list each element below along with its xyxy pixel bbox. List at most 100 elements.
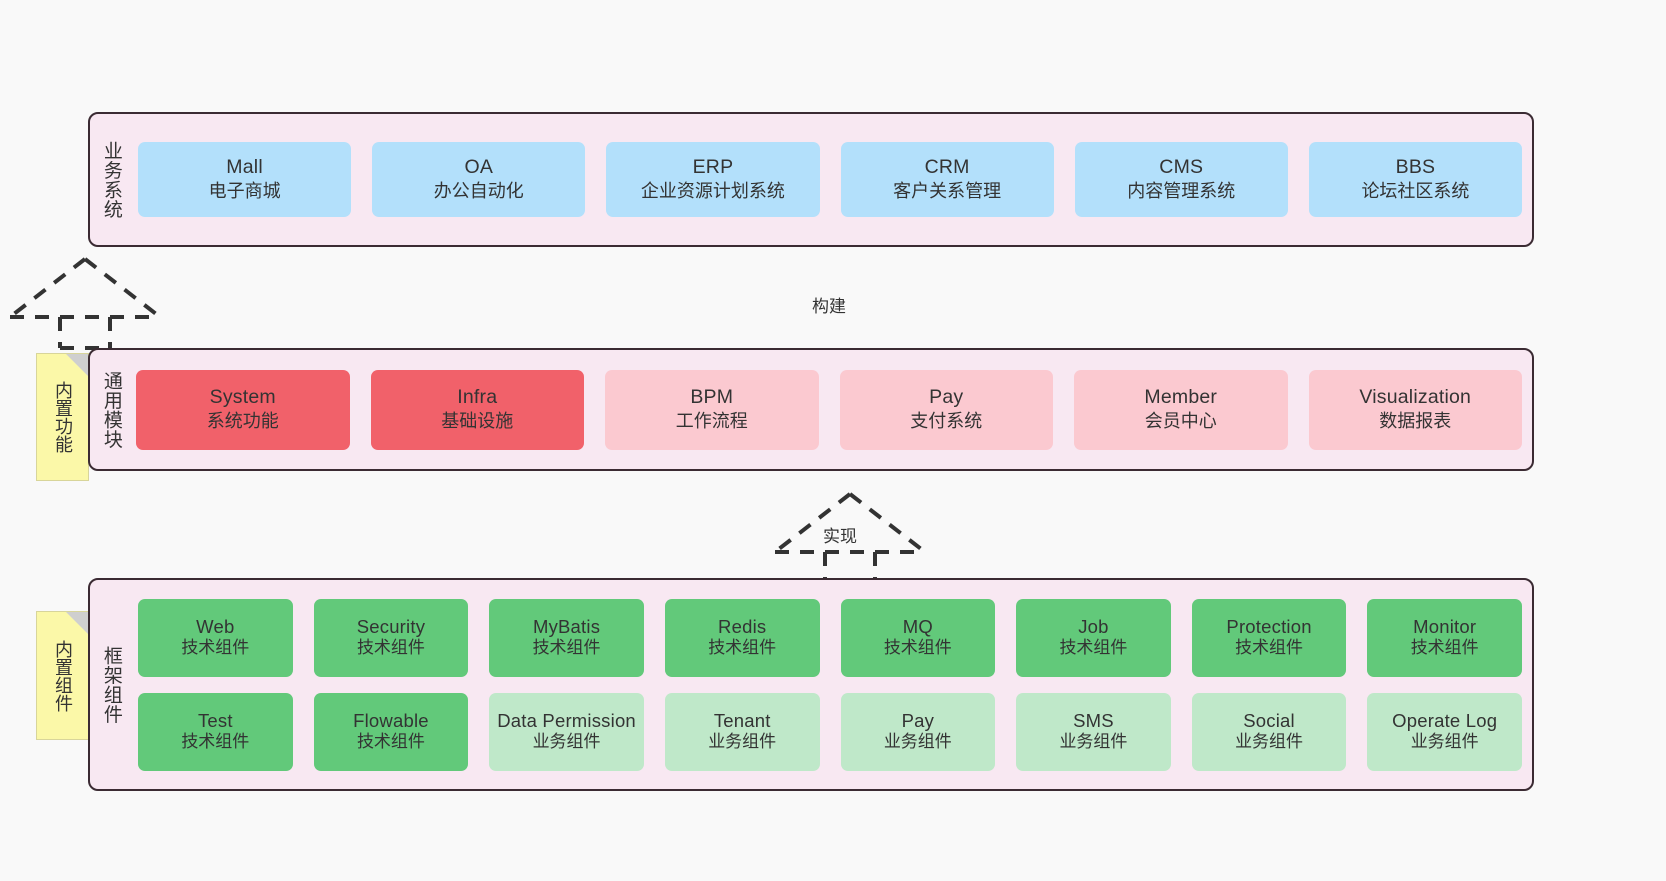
node-title-en: Pay (901, 709, 935, 731)
node-title-cn: 技术组件 (356, 732, 425, 752)
node-flowable[interactable]: Flowable 技术组件 (313, 692, 469, 771)
node-cms[interactable]: CMS 内容管理系统 (1074, 142, 1288, 217)
node-sms[interactable]: SMS 业务组件 (1016, 692, 1171, 771)
node-title-cn: 技术组件 (1059, 638, 1128, 658)
node-title-cn: 业务组件 (532, 732, 601, 752)
node-title-cn: 基础设施 (441, 411, 514, 432)
node-title-en: Member (1144, 386, 1218, 409)
node-title-cn: 企业资源计划系统 (640, 181, 785, 202)
note-builtin-function-label: 内置功能 (52, 381, 73, 453)
node-title-en: SMS (1073, 709, 1114, 731)
node-pay-module[interactable]: Pay 支付系统 (839, 369, 1053, 450)
node-operate-log[interactable]: Operate Log 业务组件 (1367, 692, 1522, 771)
node-title-cn: 系统功能 (206, 411, 279, 432)
node-row: Web 技术组件 Security 技术组件 MyBatis 技术组件 Redi… (138, 598, 1522, 677)
node-title-en: Social (1243, 709, 1295, 731)
node-title-en: Redis (718, 615, 767, 637)
node-title-en: Job (1078, 615, 1109, 637)
node-protection[interactable]: Protection 技术组件 (1191, 598, 1347, 677)
node-title-cn: 办公自动化 (433, 181, 524, 202)
node-title-en: MyBatis (532, 615, 601, 637)
node-title-en: Operate Log (1392, 709, 1498, 731)
node-redis[interactable]: Redis 技术组件 (664, 598, 820, 677)
node-title-en: CRM (924, 156, 970, 179)
note-fold-corner-icon (66, 354, 88, 376)
layer-framework-components-body: Web 技术组件 Security 技术组件 MyBatis 技术组件 Redi… (132, 580, 1532, 789)
node-test[interactable]: Test 技术组件 (138, 692, 293, 771)
note-builtin-function: 内置功能 (36, 353, 89, 481)
note-builtin-component: 内置组件 (36, 611, 89, 740)
node-row: System 系统功能 Infra 基础设施 BPM 工作流程 Pay 支付系统… (136, 369, 1522, 450)
node-title-en: CMS (1159, 156, 1204, 179)
node-title-en: Pay (929, 386, 964, 409)
node-row: Test 技术组件 Flowable 技术组件 Data Permission … (138, 692, 1522, 771)
node-title-cn: 工作流程 (675, 411, 748, 432)
node-title-cn: 技术组件 (356, 638, 425, 658)
layer-common-modules-body: System 系统功能 Infra 基础设施 BPM 工作流程 Pay 支付系统… (132, 350, 1532, 469)
node-mybatis[interactable]: MyBatis 技术组件 (489, 598, 644, 677)
node-erp[interactable]: ERP 企业资源计划系统 (606, 142, 820, 217)
node-title-en: MQ (902, 615, 933, 637)
node-title-en: Web (196, 615, 235, 637)
node-title-en: BBS (1395, 156, 1436, 179)
node-title-en: System (209, 386, 276, 409)
node-title-en: Monitor (1413, 615, 1477, 637)
node-title-cn: 支付系统 (910, 411, 983, 432)
node-title-cn: 客户关系管理 (893, 181, 1002, 202)
node-mall[interactable]: Mall 电子商城 (138, 142, 352, 217)
connector-implement-label: 实现 (823, 527, 857, 546)
node-title-cn: 数据报表 (1379, 411, 1452, 432)
node-title-cn: 论坛社区系统 (1361, 181, 1470, 202)
node-title-en: Visualization (1359, 386, 1472, 409)
node-title-en: Mall (226, 156, 263, 179)
node-data-permission[interactable]: Data Permission 业务组件 (489, 692, 644, 771)
node-title-cn: 技术组件 (181, 732, 250, 752)
node-crm[interactable]: CRM 客户关系管理 (840, 142, 1054, 217)
node-tenant[interactable]: Tenant 业务组件 (664, 692, 820, 771)
node-row: Mall 电子商城 OA 办公自动化 ERP 企业资源计划系统 CRM 客户关系… (138, 142, 1523, 217)
node-title-en: Test (197, 709, 233, 731)
node-infra[interactable]: Infra 基础设施 (370, 369, 584, 450)
node-title-en: OA (464, 156, 494, 179)
layer-framework-components-title: 框架组件 (100, 645, 122, 724)
node-bbs[interactable]: BBS 论坛社区系统 (1308, 142, 1523, 217)
node-security[interactable]: Security 技术组件 (313, 598, 469, 677)
node-title-en: ERP (692, 156, 734, 179)
node-title-cn: 业务组件 (883, 732, 952, 752)
node-title-en: Tenant (713, 709, 771, 731)
layer-common-modules: 通用模块 System 系统功能 Infra 基础设施 BPM 工作流程 Pay… (88, 348, 1534, 471)
node-visualization[interactable]: Visualization 数据报表 (1308, 369, 1522, 450)
layer-business-system: 业务系统 Mall 电子商城 OA 办公自动化 ERP 企业资源计划系统 CRM… (88, 112, 1534, 247)
node-title-en: Infra (457, 386, 498, 409)
node-title-cn: 业务组件 (1410, 732, 1479, 752)
node-title-cn: 会员中心 (1144, 411, 1217, 432)
node-title-cn: 业务组件 (1059, 732, 1128, 752)
note-builtin-component-label: 内置组件 (52, 639, 73, 712)
node-member[interactable]: Member 会员中心 (1074, 369, 1288, 450)
node-title-cn: 业务组件 (708, 732, 777, 752)
node-title-cn: 业务组件 (1235, 732, 1304, 752)
connector-build-arrow (8, 257, 162, 350)
node-title-en: Data Permission (497, 709, 636, 731)
node-web[interactable]: Web 技术组件 (138, 598, 293, 677)
node-bpm[interactable]: BPM 工作流程 (605, 369, 819, 450)
node-job[interactable]: Job 技术组件 (1016, 598, 1171, 677)
node-title-cn: 技术组件 (1410, 638, 1479, 658)
node-title-en: Flowable (353, 709, 429, 731)
connector-build-label: 构建 (812, 297, 846, 316)
layer-common-modules-title: 通用模块 (100, 370, 122, 449)
node-system[interactable]: System 系统功能 (136, 369, 350, 450)
node-mq[interactable]: MQ 技术组件 (840, 598, 996, 677)
node-title-cn: 内容管理系统 (1127, 181, 1236, 202)
node-title-cn: 技术组件 (181, 638, 250, 658)
node-oa[interactable]: OA 办公自动化 (372, 142, 586, 217)
node-title-cn: 技术组件 (1235, 638, 1304, 658)
node-social[interactable]: Social 业务组件 (1191, 692, 1347, 771)
node-monitor[interactable]: Monitor 技术组件 (1367, 598, 1522, 677)
layer-business-system-body: Mall 电子商城 OA 办公自动化 ERP 企业资源计划系统 CRM 客户关系… (132, 114, 1532, 245)
node-pay-component[interactable]: Pay 业务组件 (840, 692, 996, 771)
node-title-cn: 技术组件 (532, 638, 601, 658)
node-title-cn: 电子商城 (208, 181, 281, 202)
node-title-en: BPM (690, 386, 734, 409)
